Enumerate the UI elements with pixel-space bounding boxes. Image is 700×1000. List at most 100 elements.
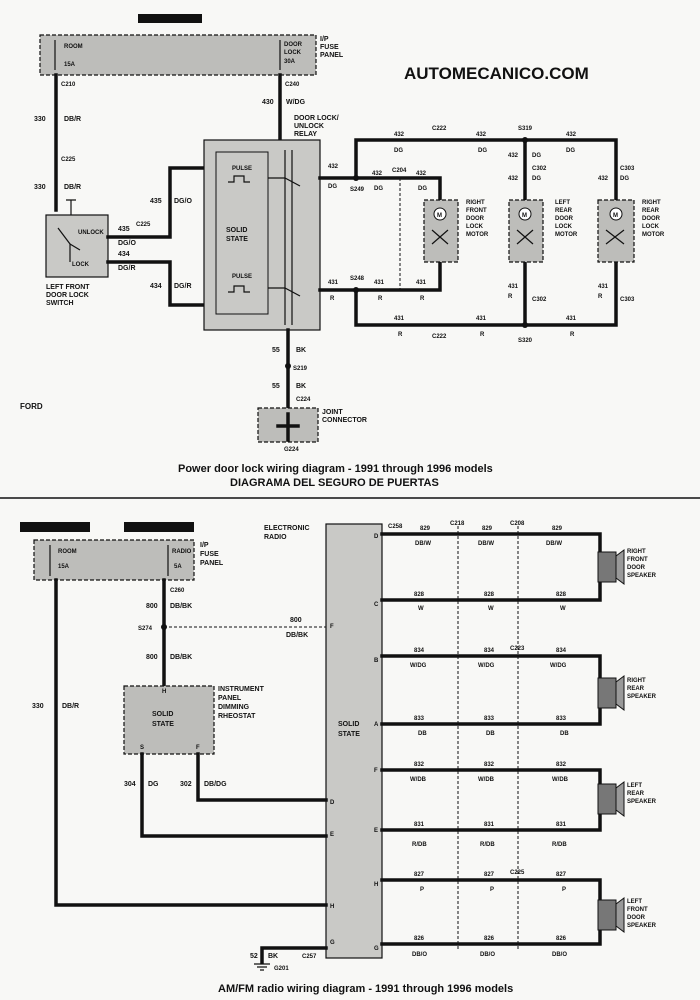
wire-label: DB/W <box>415 541 431 547</box>
wire-label: C208 <box>510 521 525 527</box>
door-lock-relay: PULSE PULSE SOLID STATE <box>203 139 321 331</box>
wire-label: 432 <box>508 176 519 182</box>
wire-label: DG/R <box>174 283 192 290</box>
wire-label: LEFT FRONT <box>46 284 90 291</box>
wire-label: LOCK <box>284 50 302 56</box>
wire-label: PULSE <box>232 166 252 172</box>
instrument-panel-dimming-rheostat: H SOLID STATE S F <box>123 685 215 755</box>
wire-label: DOOR <box>284 42 303 48</box>
wire-label: REAR <box>627 686 645 692</box>
wire-label: W/DB <box>552 777 569 783</box>
wire-label: DG <box>532 153 541 159</box>
wire-label: LOCK <box>466 224 484 230</box>
wire-label: DIMMING <box>218 704 250 711</box>
fuse-panel-label-1: I/P <box>320 36 329 43</box>
wire-label: 831 <box>556 822 567 828</box>
wire-label: 304 <box>124 781 136 788</box>
c210-label: C210 <box>61 82 76 88</box>
joint-connector <box>257 407 319 443</box>
wire-label: P <box>490 887 494 893</box>
wire-label: W <box>488 606 494 612</box>
wire-label: DB/W <box>478 541 494 547</box>
wire-label: DG <box>328 184 337 190</box>
wire-label: LEFT <box>627 899 642 905</box>
wire-label: DOOR <box>555 216 574 222</box>
wire-label: S <box>140 745 144 751</box>
wire-label: W/DG <box>286 99 306 106</box>
wire-label: C303 <box>620 166 635 172</box>
right-front-door-speaker-icon <box>597 549 625 585</box>
wire-label: C224 <box>296 397 311 403</box>
wire-431-bus <box>318 260 618 327</box>
wire-label: C <box>374 602 379 608</box>
wire-label: S274 <box>138 626 153 632</box>
wire-label: C240 <box>285 82 300 88</box>
wire-label: S319 <box>518 126 533 132</box>
wire-label: 827 <box>484 872 495 878</box>
wire-label: SPEAKER <box>627 573 657 579</box>
wire-label: DG <box>620 176 629 182</box>
wire-label: FRONT <box>627 907 648 913</box>
wire-label: SOLID <box>152 711 173 718</box>
wire-label: P <box>562 887 566 893</box>
wire-label: JOINT <box>322 409 343 416</box>
wire-label: DG/R <box>118 265 136 272</box>
wire-label: W/DB <box>478 777 495 783</box>
wire-label: SWITCH <box>46 300 74 307</box>
wire-label: DOOR <box>466 216 485 222</box>
wire-label: 826 <box>414 936 425 942</box>
wire-label: 826 <box>484 936 495 942</box>
wire-label: FUSE <box>200 551 219 558</box>
wire-label: 829 <box>482 526 493 532</box>
wire-label: DB <box>560 731 569 737</box>
s219-splice <box>285 363 291 369</box>
wire-431-rf <box>354 260 442 292</box>
top-caption-es: DIAGRAMA DEL SEGURO DE PUERTAS <box>230 477 439 489</box>
wire-label: 430 <box>262 99 274 106</box>
wire-label: 330 <box>34 184 46 191</box>
wire-label: E <box>330 832 334 838</box>
wire-label: H <box>330 904 334 910</box>
wire-label: PULSE <box>232 274 252 280</box>
top-caption: Power door lock wiring diagram - 1991 th… <box>178 463 493 475</box>
wire-label: 434 <box>118 251 130 258</box>
wire-label: 432 <box>598 176 609 182</box>
wire-label: 55 <box>272 347 280 354</box>
wire-label: C225 <box>510 870 525 876</box>
wire-label: 833 <box>556 716 567 722</box>
wire-label: 432 <box>416 171 427 177</box>
wire-label: FRONT <box>466 208 487 214</box>
wire-label: 431 <box>374 280 385 286</box>
wire-label: 435 <box>150 198 162 205</box>
wire-label: F <box>196 745 200 751</box>
wire-label: DOOR <box>642 216 661 222</box>
wire-label: R <box>420 296 425 302</box>
wire-label: 431 <box>476 316 487 322</box>
wire-label: INSTRUMENT <box>218 686 265 693</box>
wire-label: S320 <box>518 338 533 344</box>
wire-label: 829 <box>420 526 431 532</box>
header-tab-left <box>20 522 90 532</box>
wire-330-color: DB/R <box>64 116 81 123</box>
wire-304 <box>140 752 328 838</box>
wire-label: PANEL <box>218 695 242 702</box>
wire-label: R <box>570 332 575 338</box>
wire-label: RHEOSTAT <box>218 713 256 720</box>
left-front-door-speaker-icon <box>597 897 625 933</box>
wire-label: ELECTRONIC <box>264 525 310 532</box>
wire-label: 431 <box>566 316 577 322</box>
wire-label: C218 <box>450 521 465 527</box>
wire-label: SPEAKER <box>627 923 657 929</box>
wire-label: 832 <box>556 762 567 768</box>
wire-label: 30A <box>284 59 296 65</box>
wire-label: STATE <box>152 721 174 728</box>
wire-label: C260 <box>170 588 185 594</box>
wire-label: RIGHT <box>642 200 661 206</box>
wire-label: DG <box>394 148 403 154</box>
wire-label: DB/O <box>480 952 495 958</box>
wire-label: SPEAKER <box>627 799 657 805</box>
wire-label: H <box>162 689 166 695</box>
wire-label: C302 <box>532 297 547 303</box>
wire-label: C222 <box>432 126 447 132</box>
